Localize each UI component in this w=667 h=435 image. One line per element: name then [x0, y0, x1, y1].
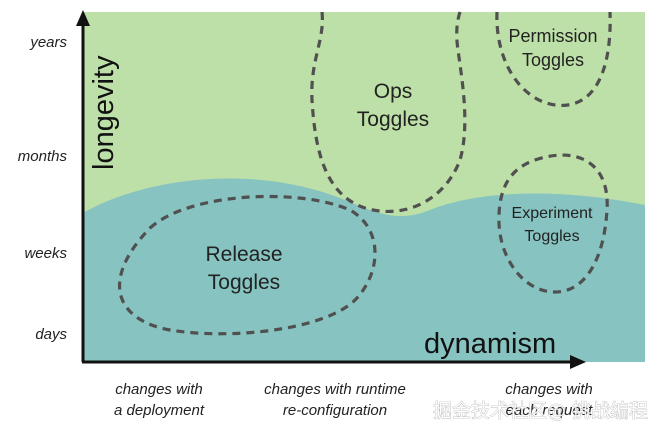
x-tick-request-line2: each request [506, 402, 594, 419]
y-tick-weeks: weeks [24, 245, 67, 262]
ops-toggles-label-line2: Toggles [357, 108, 429, 131]
watermark-text: 掘金技术社区@ 挑战编程 [433, 400, 648, 422]
experiment-toggles-outline [497, 153, 609, 294]
short-lived-band [83, 178, 645, 362]
permission-toggles-label-line1: Permission [508, 26, 597, 46]
x-tick-request-line1: changes with [505, 381, 593, 398]
y-axis-title: longevity [88, 55, 120, 170]
release-toggles-label-line1: Release [205, 243, 282, 266]
experiment-toggles-label-line1: Experiment [512, 205, 593, 222]
release-toggles-label-line2: Toggles [208, 271, 280, 294]
experiment-toggles-label-line2: Toggles [524, 228, 579, 245]
x-axis-arrowhead [570, 355, 586, 369]
x-tick-deployment-line2: a deployment [114, 402, 205, 419]
y-tick-years: years [29, 34, 67, 51]
permission-toggles-outline [495, 11, 612, 107]
x-tick-runtime-line1: changes with runtime [264, 381, 406, 398]
permission-toggles-label-line2: Toggles [522, 50, 584, 70]
y-tick-months: months [18, 148, 68, 165]
x-tick-runtime-line2: re-configuration [283, 402, 387, 419]
x-axis-title: dynamism [424, 328, 556, 360]
y-axis-arrowhead [76, 10, 90, 26]
y-tick-days: days [35, 326, 67, 343]
release-toggles-outline [117, 194, 377, 336]
ops-toggles-label-line1: Ops [374, 80, 413, 103]
x-tick-deployment-line1: changes with [115, 381, 203, 398]
